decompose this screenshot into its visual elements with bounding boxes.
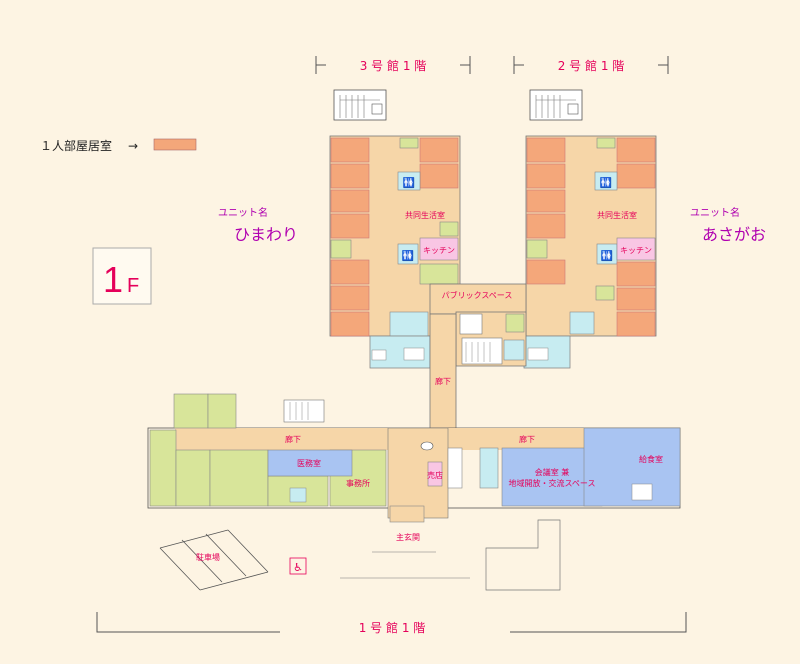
building-3-title: 3 号 館 1 階 [315, 56, 471, 74]
room-entrance: 主玄関 [396, 532, 420, 542]
room-medical: 医務室 [297, 458, 321, 468]
accessible-icon: ♿ [293, 561, 303, 574]
legend: １人部屋居室 → [40, 138, 197, 153]
stair-building-1 [283, 399, 325, 423]
building-3-label: 3 号 館 1 階 [360, 58, 427, 73]
room-kyodo-right: 共同生活室 [597, 210, 637, 220]
building-1-label: 1 号 館 1 階 [359, 620, 426, 635]
room-roka-vertical: 廊下 [435, 376, 451, 386]
public-space: パブリックスペース [429, 283, 527, 367]
parking: 駐車場 ♿ [159, 529, 470, 591]
building-1-title: 1 号 館 1 階 [96, 612, 687, 636]
wc-icon: 🚻 [600, 176, 612, 189]
room-kyodo-left: 共同生活室 [405, 210, 445, 220]
legend-text: １人部屋居室 [40, 138, 112, 153]
corridor-vertical: 廊下 [429, 313, 457, 431]
unit-right-caption: ユニット名 [690, 206, 740, 219]
wc-icon: 🚻 [601, 249, 613, 262]
wc-icon: 🚻 [402, 249, 414, 262]
room-roka-left: 廊下 [285, 434, 301, 444]
unit-left-name: ひまわり [234, 225, 298, 244]
room-office: 事務所 [346, 478, 370, 488]
unit-right-name: あさがお [702, 225, 766, 244]
room-meeting-1: 会議室 兼 [535, 467, 570, 477]
room-shop: 売店 [427, 470, 443, 480]
outline-annex [485, 519, 561, 591]
wing-right: 🚻 🚻 共同生活室 キッチン [523, 135, 657, 369]
legend-swatch [153, 138, 197, 151]
unit-left-caption: ユニット名 [218, 206, 268, 219]
room-kitchen-main: 給食室 [639, 454, 663, 464]
room-kitchen-right: キッチン [620, 246, 652, 255]
legend-arrow: → [128, 139, 138, 153]
building-2-label: 2 号 館 1 階 [558, 58, 625, 73]
building-1: 廊下 廊下 医務室 事務所 売店 会議室 兼 地域開放・交流スペース 給食室 主… [147, 393, 681, 542]
room-public-space: パブリックスペース [442, 290, 513, 300]
room-kitchen-left: キッチン [423, 246, 455, 255]
parking-label: 駐車場 [196, 552, 220, 562]
room-roka-right: 廊下 [519, 434, 535, 444]
stair-left-top [333, 89, 387, 121]
room-meeting-2: 地域開放・交流スペース [508, 478, 595, 488]
stair-right-top [529, 89, 583, 121]
wc-icon: 🚻 [403, 176, 415, 189]
building-2-title: 2 号 館 1 階 [513, 56, 669, 74]
